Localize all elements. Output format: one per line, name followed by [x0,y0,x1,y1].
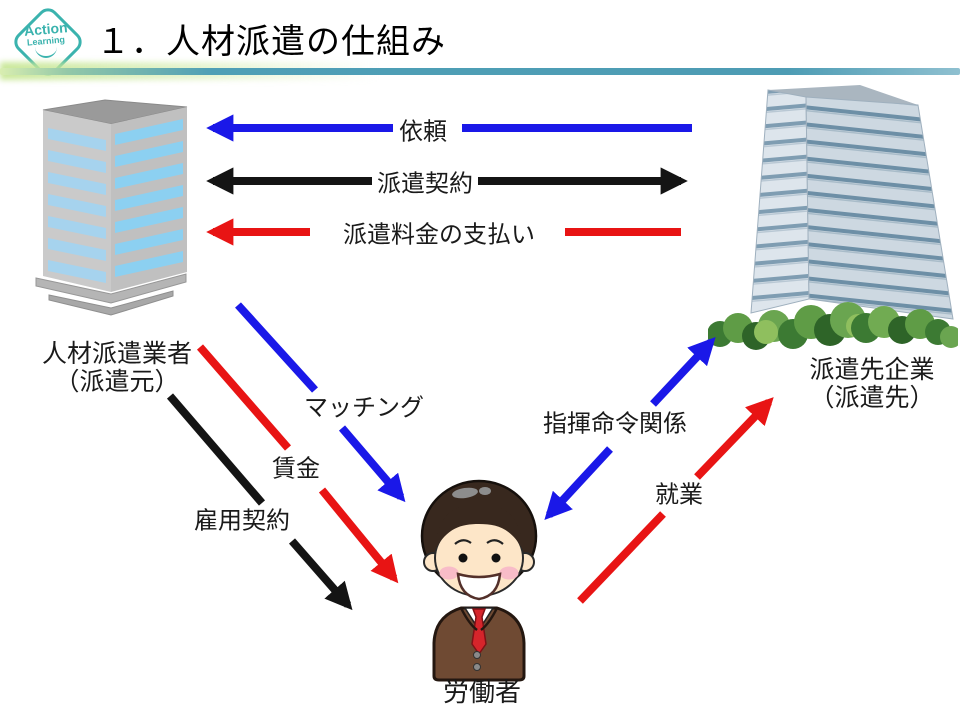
worker-eyebrow-left [454,539,472,545]
worker-hair-highlight-2 [479,487,491,495]
worker-button-2 [473,663,481,671]
logo-text-learning: Learning [26,34,66,48]
client-label-line2: （派遣先） [809,383,935,412]
agency-label: 人材派遣業者 （派遣元） [41,340,193,396]
client-right-face [805,96,954,320]
client-building-illustration [708,85,958,350]
title-rule [0,68,960,75]
worker-lapel-left [459,607,478,631]
command-arrow-lower-segment [544,446,613,520]
agency-windows-left [48,128,106,283]
logo-smile-icon [35,47,57,58]
agency-base-upper [35,273,187,304]
worker-illustration [420,479,538,682]
worker-cheek-right [499,566,519,580]
command-arrow-label: 指揮命令関係 [543,410,687,438]
client-bushes [708,302,958,350]
worker-tie [471,608,487,656]
employment-contract-arrow-label: 雇用契約 [194,507,290,535]
matching-arrow-lower-segment [338,425,406,503]
worker-fringe [435,504,523,550]
agency-base-lower [48,290,174,316]
wages-arrow-lower-segment [318,487,399,584]
dispatch-contract-arrow-label: 派遣契約 [377,170,473,198]
work-arrow-lower-segment [577,511,666,604]
employment-contract-arrow-upper-segment [166,393,266,506]
work-arrow-upper-segment [694,397,774,480]
worker-eye-left [458,553,468,563]
page-title: １．人材派遣の仕組み [96,23,446,61]
action-learning-logo: Action Learning [9,3,87,81]
worker-eye-right [491,553,501,563]
matching-arrow-upper-segment [235,302,318,393]
worker-button-1 [473,651,481,659]
fee-payment-arrow-label: 派遣料金の支払い [343,221,535,249]
matching-arrow-label: マッチング [304,394,424,422]
worker-mouth [456,572,502,601]
agency-windows-right [115,119,183,277]
agency-label-line2: （派遣元） [54,367,180,396]
worker-cheek-left [439,566,459,580]
wages-arrow-upper-segment [196,344,292,451]
worker-lapel-right [480,607,499,631]
worker-eyebrow-right [486,539,504,545]
agency-label-line1: 人材派遣業者 [41,340,193,368]
work-arrow-label: 就業 [655,481,703,509]
client-label: 派遣先企業 （派遣先） [809,356,935,412]
worker-label: 労働者 [442,677,522,707]
request-arrow-label: 依頼 [399,118,447,146]
wages-arrow-label: 賃金 [272,455,320,483]
employment-contract-arrow-lower-segment [288,538,353,611]
agency-building-illustration [35,99,188,316]
client-roof [768,85,918,105]
worker-hair-highlight [452,487,478,499]
client-label-line1: 派遣先企業 [809,356,935,384]
command-arrow-upper-segment [650,337,716,407]
